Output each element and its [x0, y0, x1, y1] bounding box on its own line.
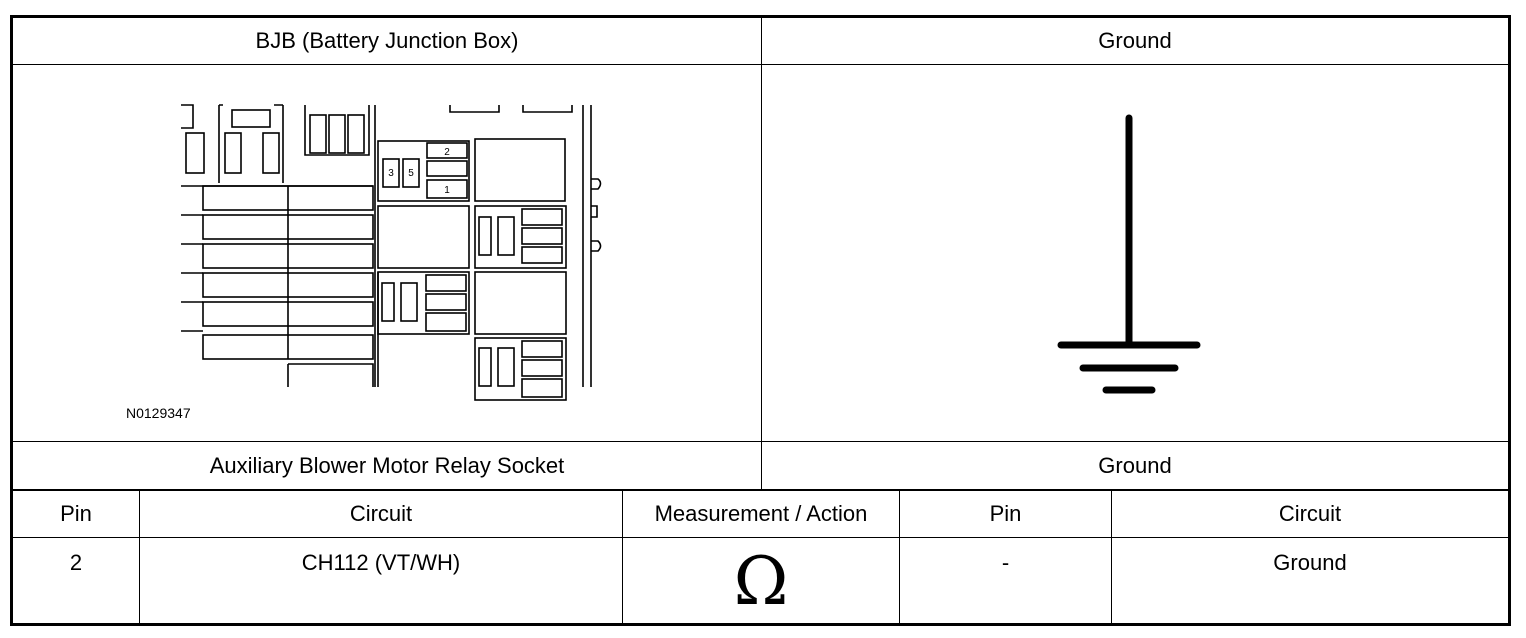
row-ground-pin: - [1001, 550, 1010, 575]
ground-symbol-icon [1057, 114, 1201, 394]
bjb-diagram: 2 3 5 1 N0129347 [13, 65, 761, 441]
divider [13, 64, 1508, 65]
header-pin: Pin [60, 501, 92, 526]
row-ground-circuit: Ground [1273, 550, 1347, 575]
socket-title: Auxiliary Blower Motor Relay Socket [209, 452, 565, 478]
ohm-icon: Ω [733, 543, 789, 620]
divider [761, 18, 762, 490]
fuse-label: 1 [444, 185, 450, 196]
figure-id: N0129347 [126, 405, 191, 421]
header-ground-pin: Pin [989, 501, 1022, 526]
divider [139, 490, 140, 623]
divider [622, 490, 623, 623]
bjb-diagram-drawing: 2 3 5 1 N0129347 [126, 104, 602, 421]
divider [899, 490, 900, 623]
header-ground-circuit: Circuit [1278, 501, 1342, 526]
divider [13, 441, 1508, 442]
divider [1111, 490, 1112, 623]
bjb-title: BJB (Battery Junction Box) [255, 28, 519, 53]
divider [13, 489, 1508, 491]
header-circuit: Circuit [349, 501, 413, 526]
fuse-label: 5 [408, 168, 414, 179]
fuse-label: 2 [444, 147, 450, 158]
test-table: BJB (Battery Junction Box) Ground [10, 15, 1511, 626]
ground-subtitle: Ground [1098, 452, 1172, 478]
fuse-label: 3 [388, 168, 394, 179]
header-measurement: Measurement / Action [654, 501, 868, 526]
row-circuit: CH112 (VT/WH) [301, 550, 461, 575]
divider [13, 537, 1508, 538]
ground-diagram [762, 65, 1508, 441]
ground-title: Ground [1098, 28, 1172, 53]
row-pin: 2 [69, 550, 83, 575]
